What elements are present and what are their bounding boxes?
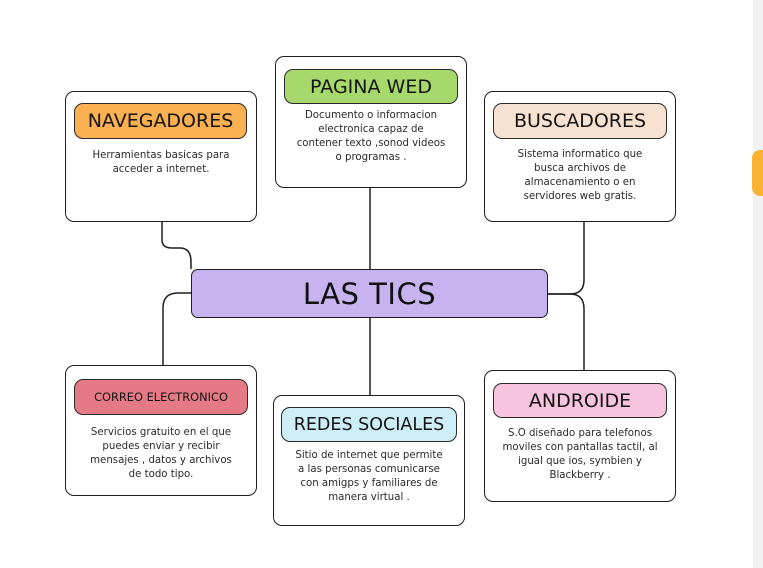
correo-electronico-description: Servicios gratuito en el que puedes envi… <box>90 427 232 480</box>
androide-description: S.O diseñado para telefonos moviles con … <box>502 428 658 481</box>
connector-buscadores <box>548 222 585 295</box>
connector-navegadores <box>161 222 192 269</box>
buscadores-description: Sistema informatico que busca archivos d… <box>517 149 643 202</box>
side-panel-strip <box>753 0 763 568</box>
side-panel-tab[interactable] <box>752 150 763 196</box>
connector-correo <box>162 292 191 365</box>
central-topic: LAS TICS <box>191 269 548 318</box>
pagina-wed-title: PAGINA WED <box>284 69 458 104</box>
redes-sociales-description: Sitio de internet que permite a las pers… <box>295 450 443 503</box>
androide-title: ANDROIDE <box>493 383 667 418</box>
navegadores-description: Herramientas basicas para acceder a inte… <box>92 150 230 175</box>
pagina-wed-description: Documento o informacion electronica capa… <box>296 110 446 163</box>
navegadores-title: NAVEGADORES <box>74 103 247 139</box>
redes-sociales-title: REDES SOCIALES <box>281 407 457 442</box>
buscadores-title: BUSCADORES <box>493 103 667 139</box>
correo-electronico-title: CORREO ELECTRONICO <box>74 379 248 415</box>
connector-androide <box>548 293 585 370</box>
